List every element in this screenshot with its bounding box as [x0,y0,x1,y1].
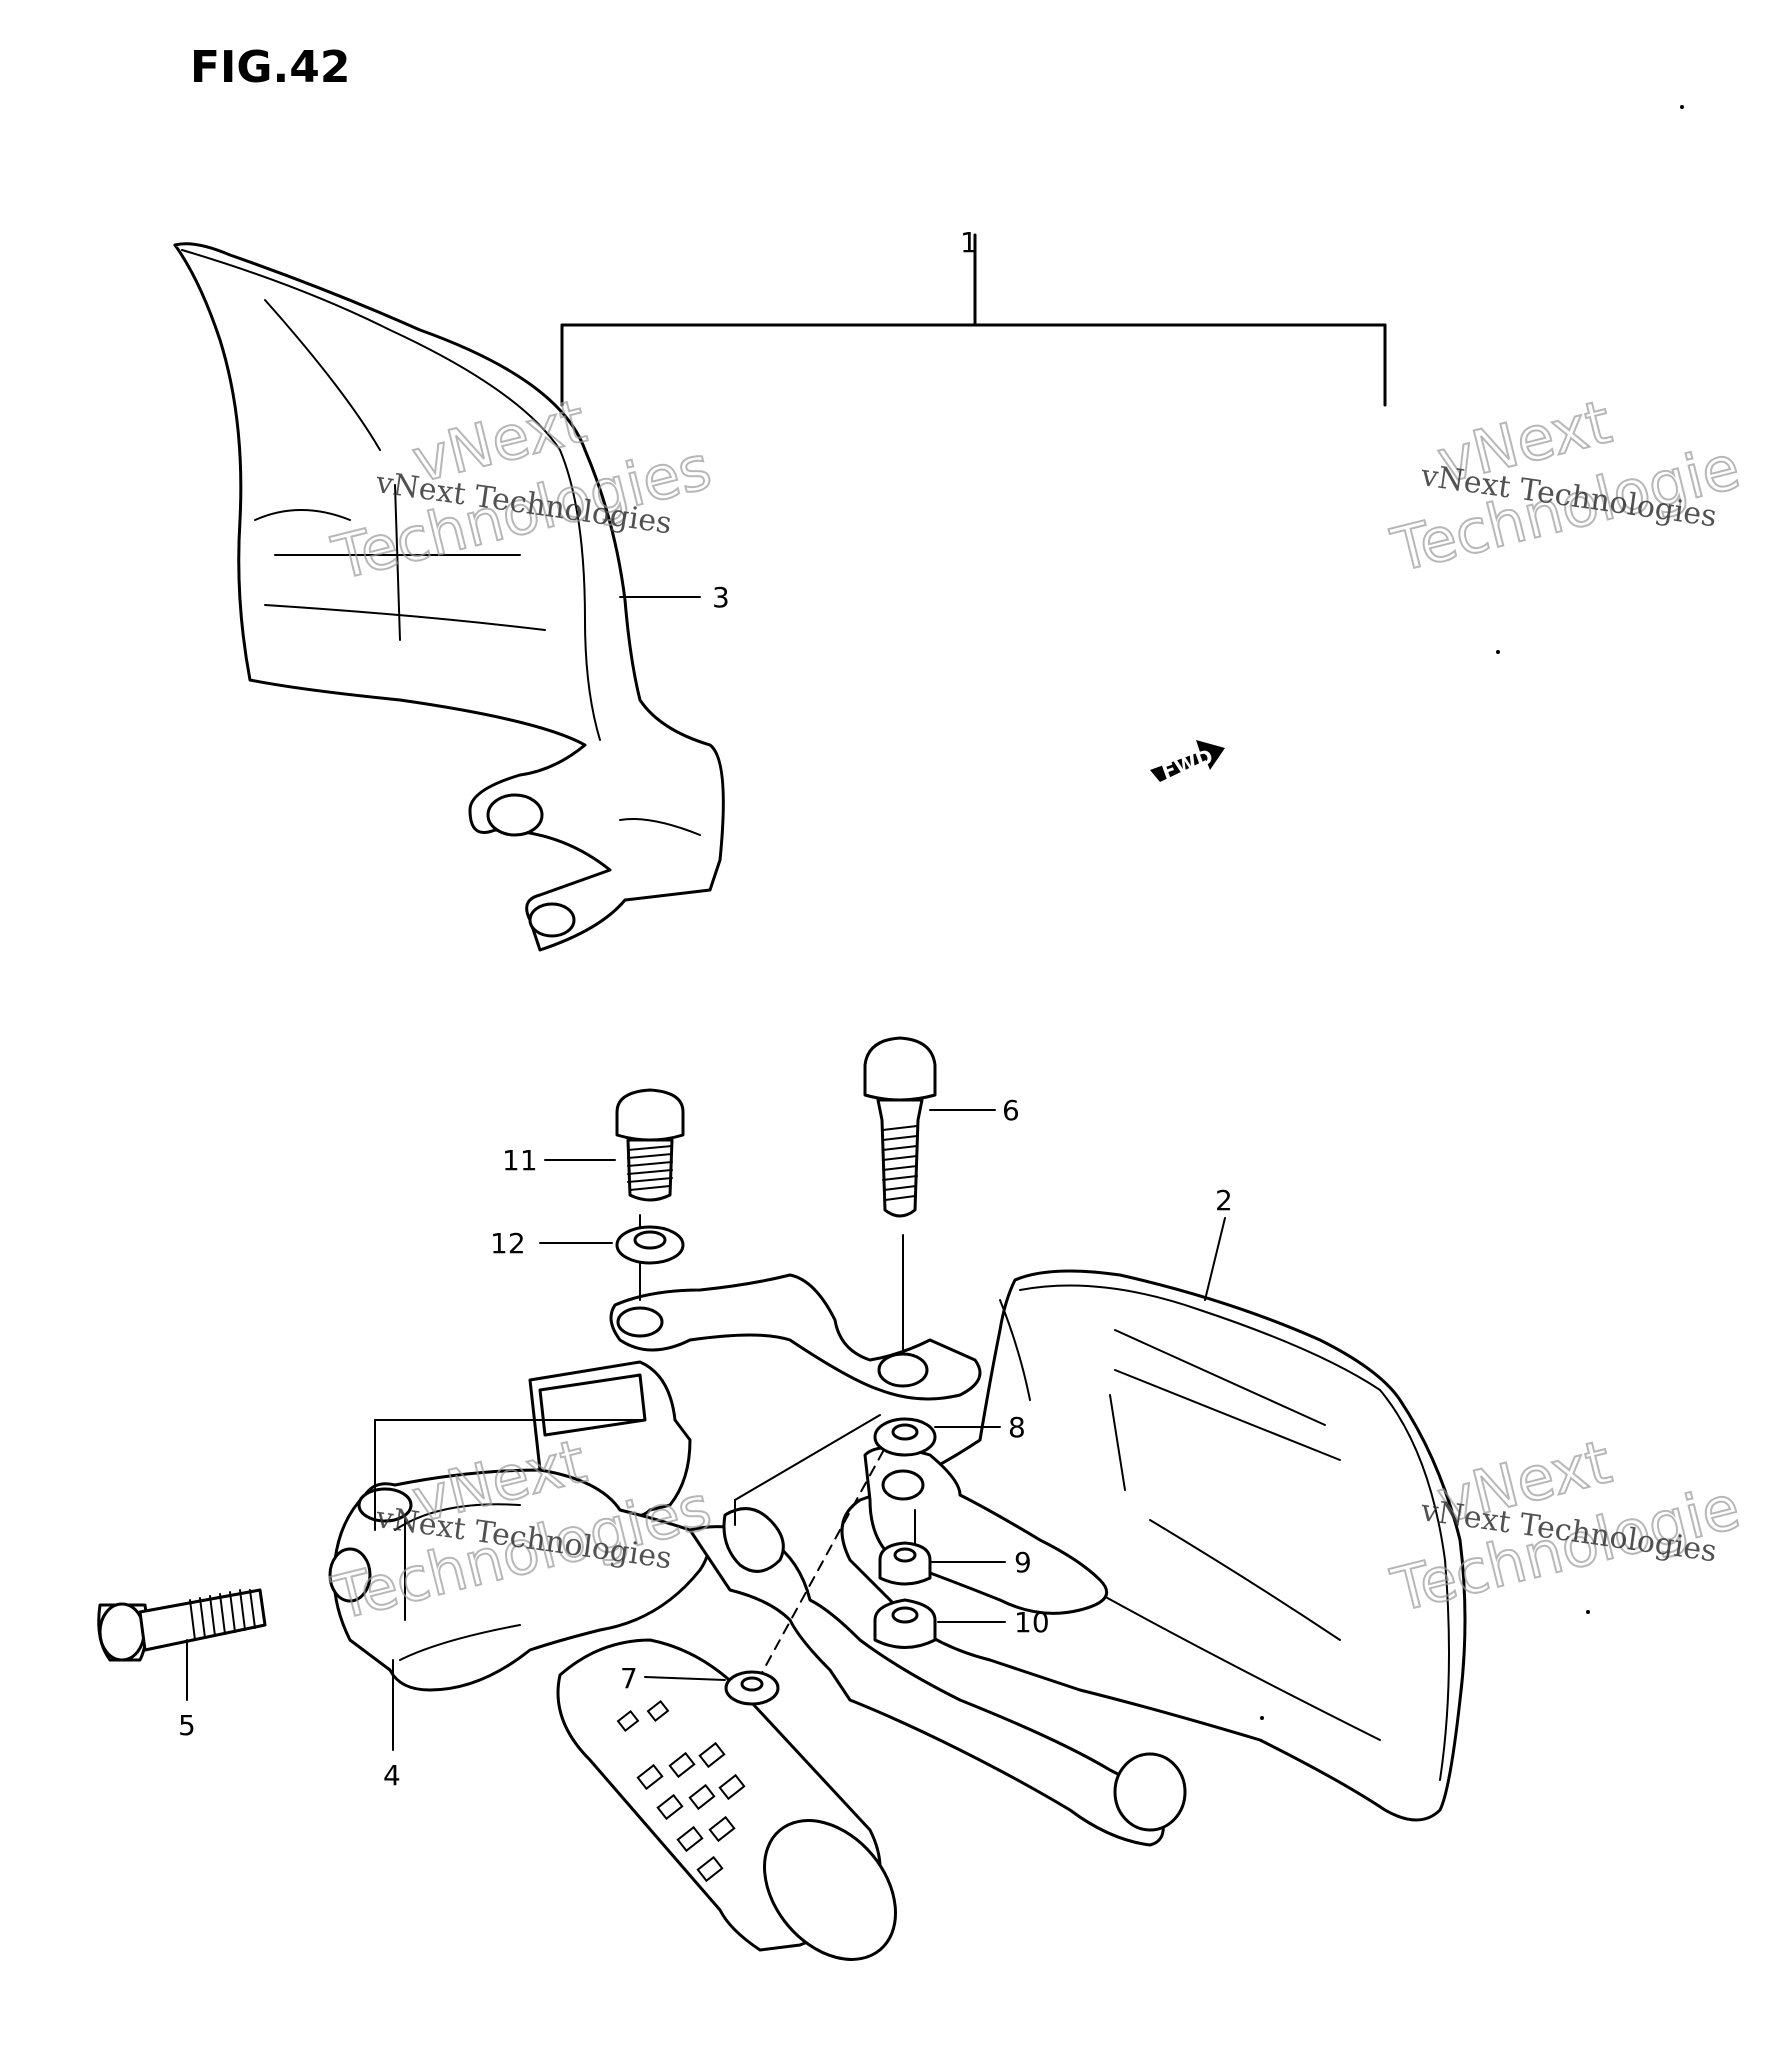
washer-7-part [724,1670,780,1706]
bolt-5-part [97,1588,267,1662]
washer-12-part [615,1225,685,1265]
figure-title: FIG.42 [190,42,351,93]
washer-8-part [873,1417,937,1457]
callout-10: 10 [1014,1606,1050,1639]
fwd-arrow-icon: FWD [1150,740,1225,784]
callout-2: 2 [1215,1184,1233,1217]
bolt-11-part [615,1088,685,1202]
callout-8: 8 [1008,1411,1026,1444]
callout-7: 7 [620,1662,638,1695]
callout-11: 11 [502,1144,538,1177]
hand-guard-upper-part [173,242,725,952]
fwd-label: FWD [1159,744,1216,784]
master-cylinder-part [328,1360,1187,1847]
callout-1: 1 [960,226,978,259]
callout-5: 5 [178,1709,196,1742]
grip-texture [616,1699,746,1883]
washer-9-part [878,1541,932,1586]
callout-4: 4 [383,1759,401,1792]
callout-9: 9 [1014,1546,1032,1579]
handlebar-grip [556,1638,897,1961]
leader-lines [186,596,1226,1751]
callout-6: 6 [1002,1094,1020,1127]
bolt-6-part [863,1036,937,1218]
mount-bracket [609,1273,982,1401]
hand-guard-lower-part [840,1269,1467,1822]
callout-3: 3 [712,581,730,614]
scan-specks [1260,105,1684,1720]
kit-bracket [560,233,1387,407]
nut-10-part [873,1598,937,1649]
callout-12: 12 [490,1227,526,1260]
callout-labels: 1 2 3 4 5 6 7 8 9 10 11 12 [178,226,1233,1792]
